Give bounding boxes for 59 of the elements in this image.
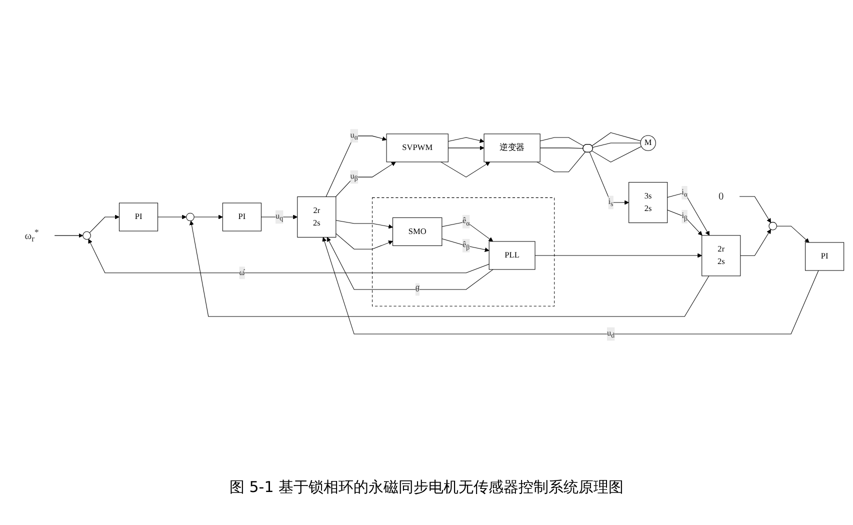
node-box bbox=[297, 196, 336, 238]
arrow bbox=[448, 137, 484, 143]
node-box bbox=[392, 217, 442, 246]
arrow bbox=[88, 238, 490, 274]
connector bbox=[592, 142, 641, 148]
arrow bbox=[89, 214, 120, 234]
arrow bbox=[158, 214, 187, 220]
arrow bbox=[667, 210, 702, 236]
node-box bbox=[119, 202, 158, 232]
arrow bbox=[326, 237, 494, 290]
arrow bbox=[326, 136, 387, 198]
cluster bbox=[372, 197, 555, 306]
node-box bbox=[702, 235, 741, 276]
edge-label: ê$_{β}$ bbox=[462, 240, 470, 251]
arrow bbox=[336, 220, 393, 229]
node-box bbox=[386, 134, 448, 162]
caption: 图 5-1 基于锁相环的永磁同步电机无传感器控制系统原理图 bbox=[229, 478, 624, 496]
arrow bbox=[667, 192, 710, 236]
edge-label: u$_{β}$ bbox=[350, 172, 358, 182]
node-circle bbox=[640, 135, 656, 151]
arrow bbox=[322, 237, 819, 334]
arrow bbox=[54, 233, 84, 238]
arrow bbox=[589, 152, 630, 205]
node-box bbox=[488, 241, 536, 270]
arrow bbox=[448, 146, 484, 150]
connector bbox=[592, 132, 642, 146]
arrow bbox=[739, 196, 772, 223]
edge-label: u$_{α}$ bbox=[350, 130, 358, 142]
edge-label: u$_{d}$ bbox=[606, 328, 615, 340]
node-text: 0 bbox=[718, 190, 724, 202]
arrow bbox=[534, 253, 702, 258]
node-box bbox=[484, 134, 540, 162]
arrow bbox=[740, 229, 772, 256]
node-circle bbox=[768, 222, 777, 230]
edge-label: θ̂ bbox=[415, 284, 420, 294]
edge-label: i$_{s}$ bbox=[608, 197, 614, 208]
connector bbox=[592, 146, 642, 162]
arrow bbox=[440, 162, 490, 178]
connector bbox=[540, 137, 584, 146]
edge-label: ê$_{α}$ bbox=[462, 216, 470, 227]
arrow bbox=[189, 220, 710, 317]
arrow bbox=[260, 214, 298, 220]
edge-label: ω̂ bbox=[239, 268, 245, 277]
arrow bbox=[336, 233, 393, 250]
edge-label: i$_{β}$ bbox=[682, 211, 688, 222]
node-box bbox=[222, 202, 262, 232]
edge-label: u$_{q}$ bbox=[276, 212, 284, 222]
connector bbox=[536, 152, 586, 172]
connector bbox=[540, 148, 584, 149]
node-circle bbox=[82, 231, 91, 240]
arrow bbox=[442, 238, 490, 252]
edge-label: i$_{α}$ bbox=[682, 188, 688, 198]
arrow bbox=[442, 221, 494, 242]
node-box bbox=[805, 242, 844, 271]
node-box bbox=[628, 182, 668, 224]
arrow bbox=[335, 162, 396, 198]
arrow bbox=[194, 214, 223, 220]
node-circle bbox=[186, 212, 194, 222]
arrow bbox=[776, 226, 810, 243]
